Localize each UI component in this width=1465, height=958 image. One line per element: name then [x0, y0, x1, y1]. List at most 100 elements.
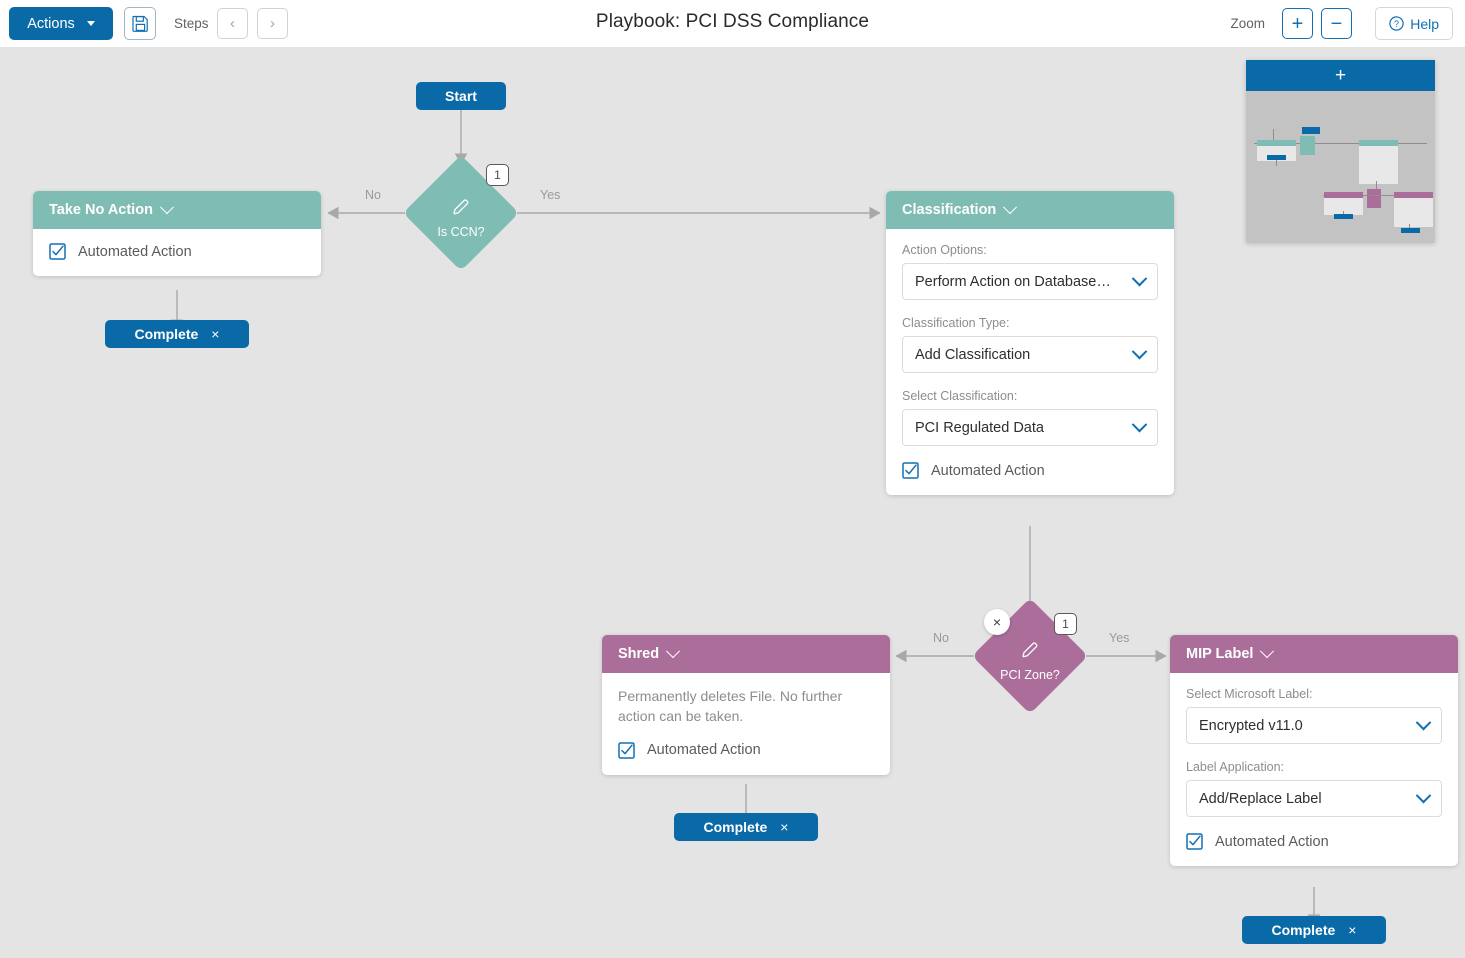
node-classification[interactable]: Classification Action Options: Perform A… [886, 191, 1174, 495]
field-label-select-microsoft-label: Select Microsoft Label: [1186, 687, 1313, 701]
flow-canvas[interactable]: Start Is CCN? 1 No Yes Take No Action [0, 47, 1465, 958]
select-value: Add/Replace Label [1199, 790, 1322, 807]
minimap-node-complete [1334, 214, 1353, 219]
next-step-button[interactable]: › [257, 8, 288, 39]
chevron-down-icon[interactable] [159, 200, 175, 215]
chevron-down-icon[interactable] [1415, 714, 1432, 731]
minimap-node-body [1359, 146, 1398, 184]
node-mip-label[interactable]: MIP Label Select Microsoft Label: Encryp… [1170, 635, 1458, 866]
save-disk-icon [131, 15, 148, 32]
select-classification-value[interactable]: PCI Regulated Data [902, 409, 1158, 446]
automated-action-label: Automated Action [931, 462, 1045, 479]
chevron-down-icon[interactable] [1260, 644, 1275, 659]
checkbox-checked-icon[interactable] [618, 742, 635, 759]
node-body: Select Microsoft Label: Encrypted v11.0 … [1170, 673, 1458, 866]
decision-pci-zone[interactable]: PCI Zone? 1 × [972, 598, 1088, 714]
minimap-node-header [1324, 192, 1363, 200]
close-icon[interactable]: × [211, 326, 220, 342]
node-title: Classification [902, 202, 997, 218]
chevron-down-icon[interactable] [1131, 270, 1148, 287]
node-header-shred[interactable]: Shred [602, 635, 890, 673]
complete-button-take-no-action[interactable]: Complete × [105, 320, 249, 348]
complete-label: Complete [1271, 922, 1336, 938]
zoom-in-button[interactable]: + [1282, 8, 1313, 39]
close-icon[interactable]: × [780, 819, 789, 835]
zoom-label: Zoom [1230, 16, 1265, 31]
automated-action-label: Automated Action [647, 742, 761, 759]
chevron-down-icon[interactable] [1003, 200, 1018, 215]
minimap-edge [1409, 224, 1410, 231]
plus-icon: + [1291, 12, 1304, 35]
prev-step-button[interactable]: ‹ [217, 8, 248, 39]
decision-is-ccn[interactable]: Is CCN? 1 [403, 155, 519, 271]
chevron-down-icon[interactable] [1131, 343, 1148, 360]
delete-node-button[interactable]: × [984, 609, 1010, 635]
edge-label-no-ccn: No [365, 188, 381, 202]
chevron-down-icon[interactable] [666, 644, 681, 659]
minimap-node-body [1394, 198, 1433, 227]
minimap-node-header [1394, 192, 1433, 200]
minimap-edge [1323, 195, 1428, 196]
edge-label-no-pci: No [933, 631, 949, 645]
actions-button[interactable]: Actions [9, 7, 113, 40]
decision-step-badge[interactable]: 1 [1054, 613, 1077, 635]
field-label-label-application: Label Application: [1186, 760, 1284, 774]
save-button[interactable] [124, 7, 156, 40]
node-take-no-action[interactable]: Take No Action Automated Action [33, 191, 321, 276]
checkbox-checked-icon[interactable] [49, 243, 66, 260]
automated-action-row[interactable]: Automated Action [902, 462, 1158, 479]
select-action-options[interactable]: Perform Action on Database… [902, 263, 1158, 300]
decision-step-badge[interactable]: 1 [486, 164, 509, 186]
field-label-action-options: Action Options: [902, 243, 987, 257]
select-microsoft-label[interactable]: Encrypted v11.0 [1186, 707, 1442, 744]
minimap-node-decision [1367, 189, 1381, 208]
top-toolbar: Actions Steps ‹ › Playbook: PCI DSS Comp… [0, 0, 1465, 47]
field-label-classification-type: Classification Type: [902, 316, 1010, 330]
question-circle-icon: ? [1389, 16, 1404, 31]
minimap-edge [1376, 181, 1377, 195]
complete-button-shred[interactable]: Complete × [674, 813, 818, 841]
node-header-mip-label[interactable]: MIP Label [1170, 635, 1458, 673]
chevron-down-icon[interactable] [1415, 787, 1432, 804]
chevron-right-icon: › [270, 15, 275, 32]
select-classification-type[interactable]: Add Classification [902, 336, 1158, 373]
node-header-classification[interactable]: Classification [886, 191, 1174, 229]
minimap-edge [1273, 129, 1274, 143]
node-header-take-no-action[interactable]: Take No Action [33, 191, 321, 229]
node-body: Automated Action [33, 229, 321, 276]
checkbox-checked-icon[interactable] [1186, 833, 1203, 850]
checkbox-checked-icon[interactable] [902, 462, 919, 479]
svg-text:?: ? [1394, 19, 1399, 29]
automated-action-row[interactable]: Automated Action [49, 243, 305, 260]
zoom-out-button[interactable]: − [1321, 8, 1352, 39]
complete-button-mip-label[interactable]: Complete × [1242, 916, 1386, 944]
minus-icon: − [1330, 12, 1343, 35]
chevron-down-icon [86, 21, 95, 26]
minimap-node-body [1257, 146, 1296, 161]
node-title: MIP Label [1186, 646, 1254, 662]
chevron-down-icon[interactable] [1131, 416, 1148, 433]
automated-action-row[interactable]: Automated Action [618, 742, 874, 759]
chevron-left-icon: ‹ [230, 15, 235, 32]
field-label-select-classification: Select Classification: [902, 389, 1018, 403]
help-button-label: Help [1410, 15, 1439, 32]
node-title: Take No Action [49, 202, 153, 218]
minimap-panel[interactable]: + [1246, 60, 1435, 243]
start-node[interactable]: Start [416, 82, 506, 110]
select-label-application[interactable]: Add/Replace Label [1186, 780, 1442, 817]
edge-label-yes-pci: Yes [1109, 631, 1130, 645]
actions-button-label: Actions [27, 15, 75, 32]
node-body: Permanently deletes File. No further act… [602, 673, 890, 775]
node-body: Action Options: Perform Action on Databa… [886, 229, 1174, 495]
node-shred[interactable]: Shred Permanently deletes File. No furth… [602, 635, 890, 775]
plus-icon: + [1334, 64, 1347, 86]
minimap-node-decision [1300, 136, 1315, 155]
automated-action-label: Automated Action [78, 243, 192, 260]
close-icon[interactable]: × [1348, 922, 1357, 938]
minimap-body[interactable] [1246, 91, 1435, 243]
start-node-label: Start [445, 88, 477, 104]
help-button[interactable]: ? Help [1375, 7, 1453, 40]
automated-action-row[interactable]: Automated Action [1186, 833, 1442, 850]
minimap-add-button[interactable]: + [1246, 60, 1435, 91]
